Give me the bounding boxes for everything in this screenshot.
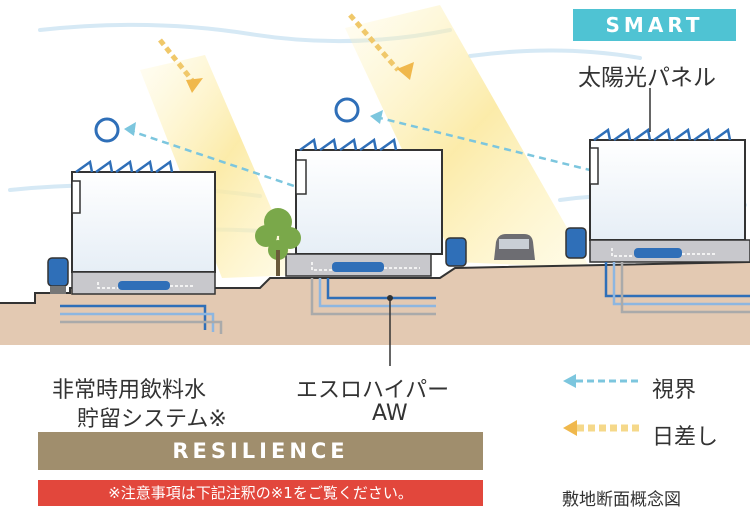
legend-view-label: 視界	[652, 378, 697, 403]
building-left	[71, 159, 216, 295]
storage-label-line2: 貯留システム※	[77, 407, 227, 432]
eye-icon-1	[94, 117, 120, 143]
pipes-left	[60, 304, 223, 334]
building-middle	[285, 137, 443, 277]
legend-view-arrow	[563, 374, 642, 388]
eslo-label-line1: エスロハイパー	[296, 378, 450, 403]
tree	[255, 208, 301, 276]
solar-panel-label: 太陽光パネル	[578, 65, 716, 91]
water-heater-left	[47, 257, 69, 294]
pipe-eslo-middle	[310, 262, 436, 366]
eye-icon-2	[334, 97, 360, 123]
sun-arrowhead-2	[397, 62, 414, 80]
view-arrowhead-1	[124, 122, 136, 136]
sun-arrowhead-1	[186, 78, 203, 93]
storage-label-line1: 非常時用飲料水	[52, 378, 207, 403]
storage-tank-left	[97, 281, 195, 290]
sun-arrows	[158, 13, 400, 86]
note-band: ※注意事項は下記注釈の※1をご覧ください。	[38, 480, 483, 506]
pipe-right	[604, 248, 750, 314]
view-lines	[127, 115, 591, 190]
water-heater-middle	[445, 237, 467, 267]
smart-badge: SMART	[573, 9, 736, 41]
diagram-caption: 敷地断面概念図	[562, 490, 681, 510]
view-arrowhead-2	[370, 110, 383, 124]
water-heater-right	[565, 227, 587, 259]
ground	[0, 262, 750, 345]
building-right	[589, 88, 750, 263]
legend-sun-label: 日差し	[652, 425, 719, 450]
legend-sun-arrow	[563, 420, 642, 436]
eslo-label-line2: AW	[372, 401, 408, 426]
resilience-band: RESILIENCE	[38, 432, 483, 470]
car	[494, 234, 535, 260]
